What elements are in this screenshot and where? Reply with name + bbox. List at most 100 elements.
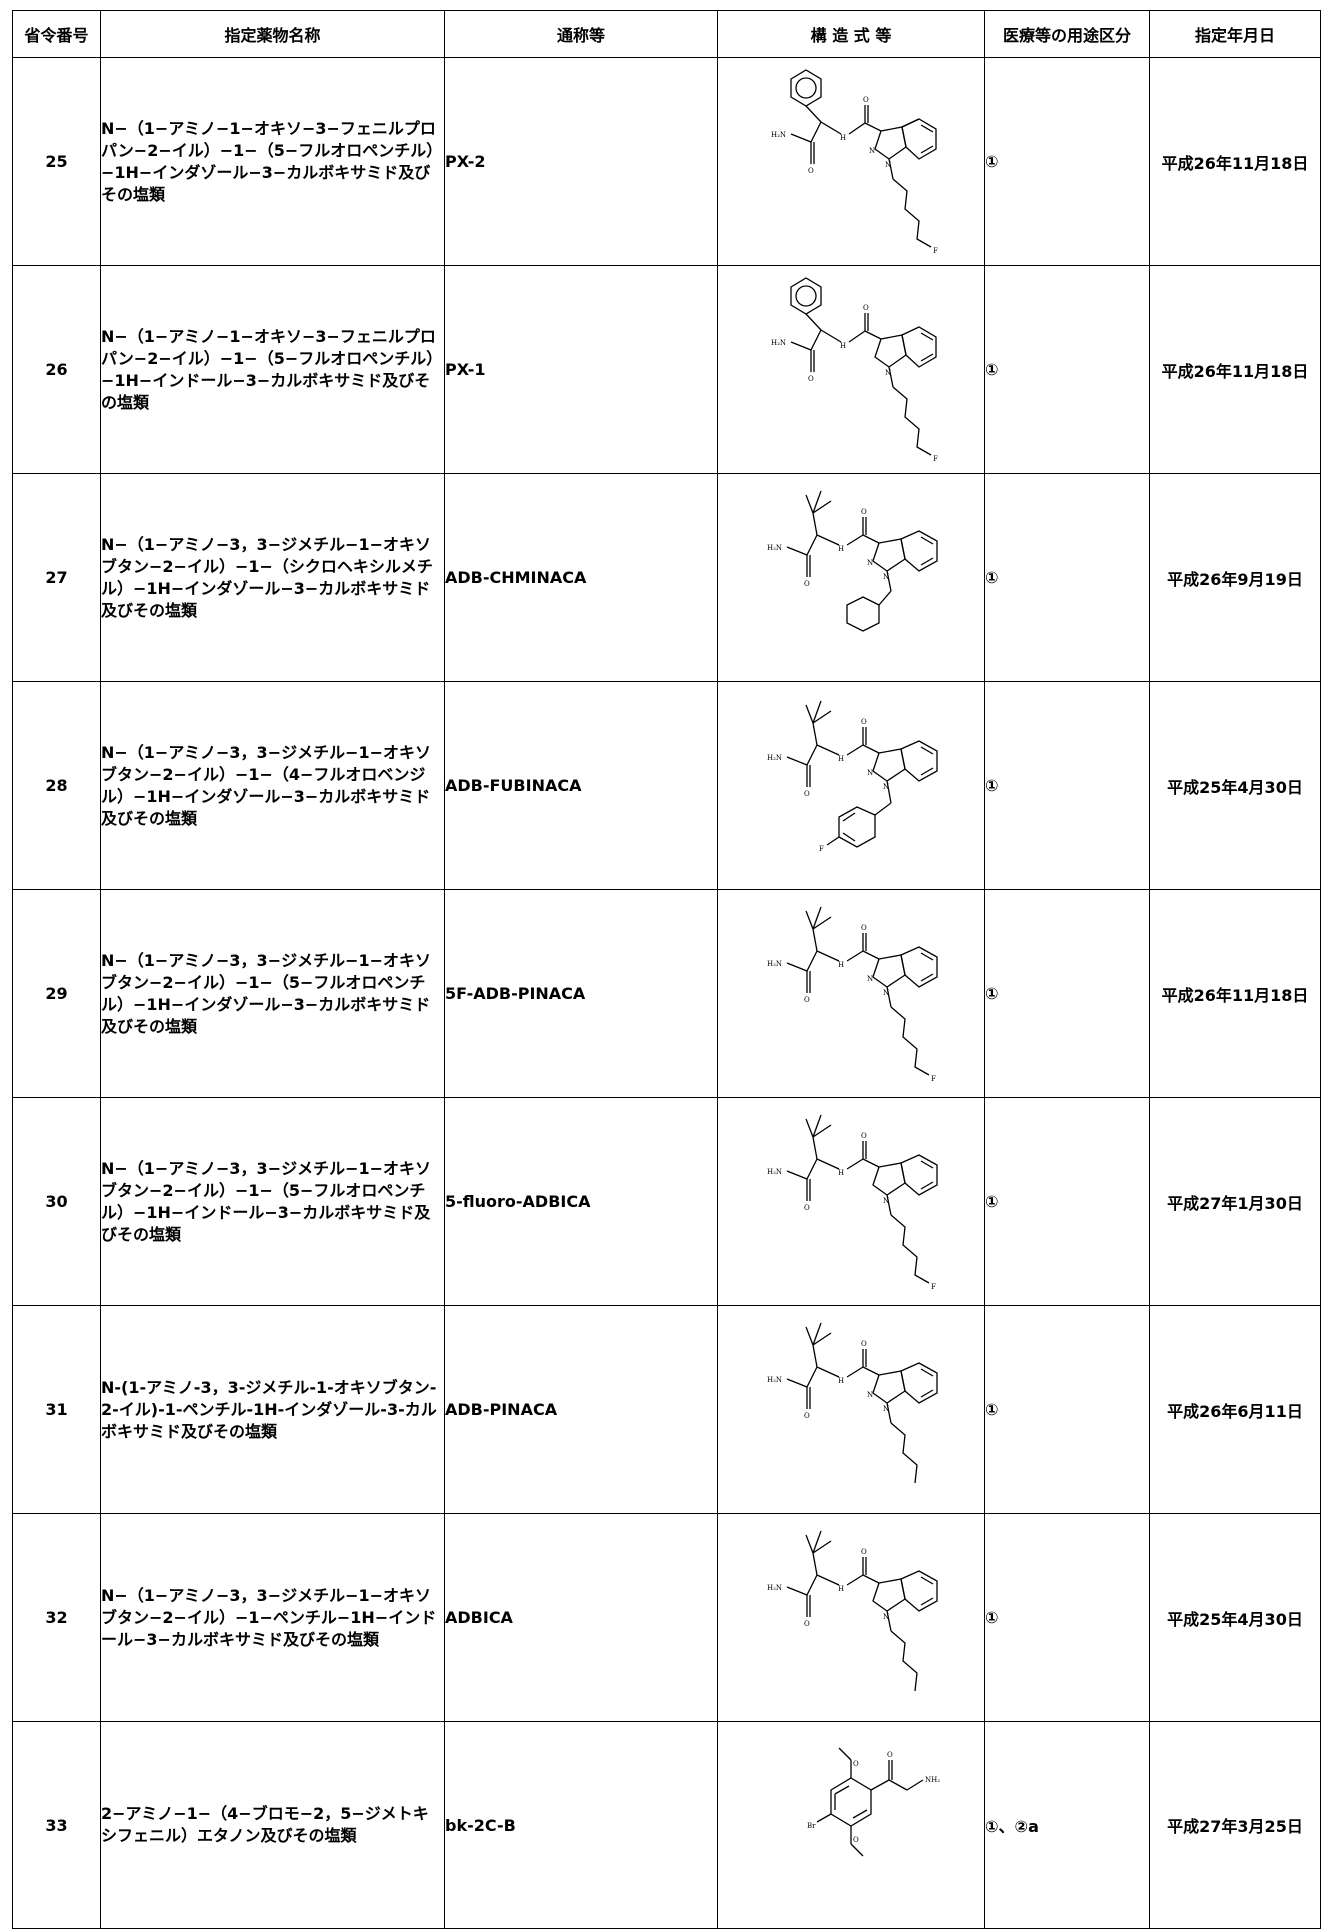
oxygen-label: O [804, 1204, 810, 1212]
hydrogen-label: H [838, 1169, 844, 1177]
common-name: ADB-PINACA [444, 1305, 718, 1514]
nitrogen-label: N [869, 147, 875, 155]
oxygen-label: O [804, 1620, 810, 1628]
hydrogen-label: H [840, 342, 846, 350]
use-category: ①、②a [984, 1721, 1150, 1929]
table-row: 31 N-(1-アミノ-3，3-ジメチル-1-オキソブタン-2-イル)-1-ペン… [12, 1305, 1321, 1514]
oxygen-label: O [808, 375, 814, 383]
table-header-row: 省令番号 指定薬物名称 通称等 構 造 式 等 医療等の用途区分 指定年月日 [12, 10, 1321, 58]
designation-date: 平成26年11月18日 [1149, 57, 1321, 266]
substance-name: N-(1-アミノ-3，3-ジメチル-1-オキソブタン-2-イル)-1-ペンチル-… [100, 1305, 445, 1514]
table-row: 33 2−アミノ−1−（4−ブロモ−2，5−ジメトキシフェニル）エタノン及びその… [12, 1721, 1321, 1929]
nitrogen-label: N [867, 559, 873, 567]
table-row: 26 N−（1−アミノ−1−オキソ−3−フェニルプロパン−2−イル）−1−（5−… [12, 265, 1321, 474]
nh2-label: NH₂ [925, 1776, 940, 1784]
designation-date: 平成27年1月30日 [1149, 1097, 1321, 1306]
oxygen-label: O [861, 924, 867, 932]
fluorine-label: F [931, 1075, 936, 1083]
oxygen-label: O [861, 1548, 867, 1556]
h2n-label: H₂N [771, 131, 786, 139]
oxygen-label: O [861, 1340, 867, 1348]
hydrogen-label: H [838, 961, 844, 969]
structure-cell: H₂N O O H N F [717, 1097, 985, 1306]
nitrogen-label: N [883, 1197, 889, 1205]
row-number: 29 [12, 889, 101, 1098]
oxygen-label: O [863, 96, 869, 104]
header-date: 指定年月日 [1149, 10, 1321, 58]
h2n-label: H₂N [767, 1584, 782, 1592]
substance-name: N−（1−アミノ−1−オキソ−3−フェニルプロパン−2−イル）−1−（5−フルオ… [100, 57, 445, 266]
row-number: 25 [12, 57, 101, 266]
fluorine-label: F [819, 845, 824, 853]
row-number: 31 [12, 1305, 101, 1514]
oxygen-label: O [808, 167, 814, 175]
substance-name: N−（1−アミノ−3，3−ジメチル−1−オキソブタン−2−イル）−1−（4−フル… [100, 681, 445, 890]
adb-fubinaca-structure-icon: H₂N O O H N N F [767, 700, 938, 853]
oxygen-label: O [804, 996, 810, 1004]
nitrogen-label: N [883, 573, 889, 581]
designation-date: 平成25年4月30日 [1149, 1513, 1321, 1722]
hydrogen-label: H [840, 134, 846, 142]
use-category: ① [984, 473, 1150, 682]
5-fluoro-adbica-structure-icon: H₂N O O H N F [767, 1114, 938, 1291]
substance-name: N−（1−アミノ−3，3−ジメチル−1−オキソブタン−2−イル）−1−（5−フル… [100, 889, 445, 1098]
header-name: 指定薬物名称 [100, 10, 445, 58]
header-common-name: 通称等 [444, 10, 718, 58]
table-row: 29 N−（1−アミノ−3，3−ジメチル−1−オキソブタン−2−イル）−1−（5… [12, 889, 1321, 1098]
structure-cell: H₂N O O H N N F [717, 681, 985, 890]
fluorine-label: F [933, 455, 938, 463]
header-structure: 構 造 式 等 [717, 10, 985, 58]
nitrogen-label: N [867, 975, 873, 983]
structure-cell: H₂N O O H N F [717, 265, 985, 474]
table-row: 27 N−（1−アミノ−3，3−ジメチル−1−オキソブタン−2−イル）−1−（シ… [12, 473, 1321, 682]
bk-2c-b-structure-icon: O O NH₂ O Br [807, 1747, 940, 1857]
use-category: ① [984, 57, 1150, 266]
table-row: 25 N−（1−アミノ−1−オキソ−3−フェニルプロパン−2−イル）−1−（5−… [12, 57, 1321, 266]
common-name: ADBICA [444, 1513, 718, 1722]
header-use: 医療等の用途区分 [984, 10, 1150, 58]
structure-cell: H₂N O O H N N [717, 473, 985, 682]
nitrogen-label: N [867, 1391, 873, 1399]
substance-name: N−（1−アミノ−1−オキソ−3−フェニルプロパン−2−イル）−1−（5−フルオ… [100, 265, 445, 474]
oxygen-label: O [861, 718, 867, 726]
oxygen-label: O [863, 304, 869, 312]
nitrogen-label: N [883, 989, 889, 997]
hydrogen-label: H [838, 1377, 844, 1385]
header-number: 省令番号 [12, 10, 101, 58]
use-category: ① [984, 1513, 1150, 1722]
common-name: 5-fluoro-ADBICA [444, 1097, 718, 1306]
nitrogen-label: N [883, 1405, 889, 1413]
oxygen-label: O [853, 1836, 859, 1844]
common-name: ADB-FUBINACA [444, 681, 718, 890]
adb-pinaca-structure-icon: H₂N O O H N N [767, 1322, 938, 1483]
row-number: 27 [12, 473, 101, 682]
fluorine-label: F [931, 1283, 936, 1291]
use-category: ① [984, 265, 1150, 474]
common-name: ADB-CHMINACA [444, 473, 718, 682]
h2n-label: H₂N [767, 754, 782, 762]
oxygen-label: O [887, 1751, 893, 1759]
substance-name: N−（1−アミノ−3，3−ジメチル−1−オキソブタン−2−イル）−1−ペンチル−… [100, 1513, 445, 1722]
designation-date: 平成26年6月11日 [1149, 1305, 1321, 1514]
row-number: 28 [12, 681, 101, 890]
nitrogen-label: N [883, 1613, 889, 1621]
adb-chminaca-structure-icon: H₂N O O H N N [767, 490, 938, 632]
use-category: ① [984, 1305, 1150, 1514]
use-category: ① [984, 889, 1150, 1098]
px-2-structure-icon: H₂N O O H N N F [771, 68, 938, 255]
common-name: PX-2 [444, 57, 718, 266]
oxygen-label: O [804, 580, 810, 588]
oxygen-label: O [861, 1132, 867, 1140]
designation-date: 平成26年9月19日 [1149, 473, 1321, 682]
table-row: 32 N−（1−アミノ−3，3−ジメチル−1−オキソブタン−2−イル）−1−ペン… [12, 1513, 1321, 1722]
structure-cell: H₂N O O H N N F [717, 889, 985, 1098]
row-number: 26 [12, 265, 101, 474]
hydrogen-label: H [838, 545, 844, 553]
adbica-structure-icon: H₂N O O H N [767, 1530, 938, 1691]
nitrogen-label: N [885, 369, 891, 377]
structure-cell: H₂N O O H N N [717, 1305, 985, 1514]
oxygen-label: O [804, 1412, 810, 1420]
px-1-structure-icon: H₂N O O H N F [771, 276, 938, 463]
structure-cell: H₂N O O H N N F [717, 57, 985, 266]
substance-name: 2−アミノ−1−（4−ブロモ−2，5−ジメトキシフェニル）エタノン及びその塩類 [100, 1721, 445, 1929]
